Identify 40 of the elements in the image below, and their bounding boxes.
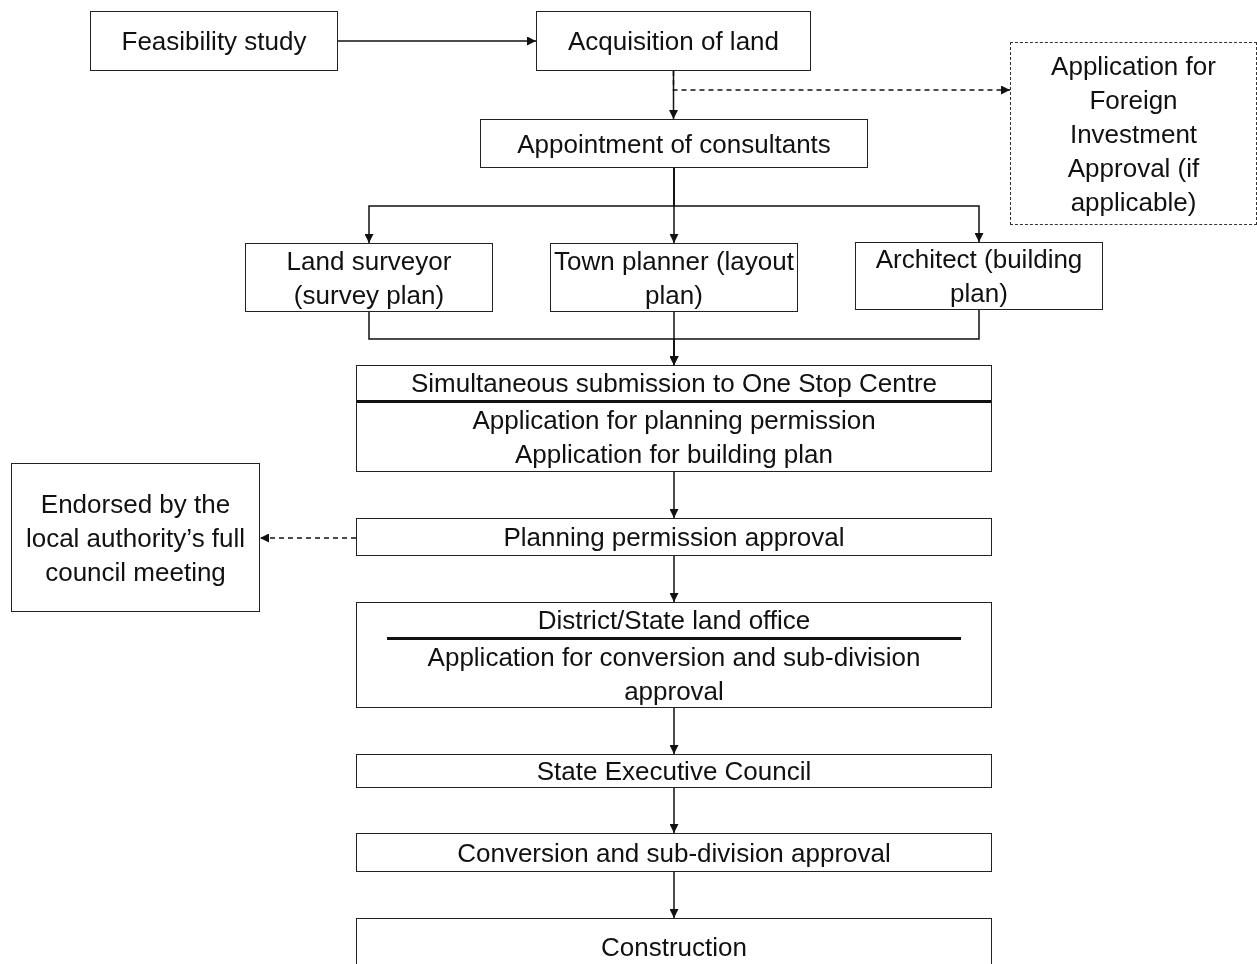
process-box	[855, 242, 1103, 310]
step-text: Application for Foreign Investment Approval (if applicable)	[1050, 49, 1217, 219]
arrow	[669, 871, 679, 919]
process-box	[1010, 42, 1257, 225]
process-box	[356, 754, 992, 788]
step-text: Appointment of consultants	[517, 127, 831, 161]
process-box	[536, 11, 811, 71]
arrow	[673, 167, 984, 243]
step-text: Land surveyor (survey plan)	[285, 244, 453, 312]
box-heading: Simultaneous submission to One Stop Centre	[410, 367, 938, 400]
arrow	[259, 533, 357, 543]
process-box	[356, 833, 992, 872]
step-text: Endorsed by the local authority’s full council meeting	[24, 487, 247, 589]
step-text: State Executive Council	[536, 755, 812, 788]
step-text: Conversion and sub-division approval	[457, 836, 891, 870]
process-box	[356, 365, 992, 472]
arrow	[669, 555, 679, 603]
step-text: Town planner (layout plan)	[553, 244, 795, 312]
arrow	[669, 309, 980, 366]
arrow	[669, 787, 679, 834]
process-box	[90, 11, 338, 71]
arrow	[337, 36, 537, 46]
process-box	[11, 463, 260, 612]
step-text: Application for conversion and sub-division approval	[426, 641, 922, 708]
box-heading: District/State land office	[537, 604, 811, 637]
arrow	[669, 471, 679, 519]
step-text: Construction	[601, 930, 747, 964]
arrow	[669, 707, 679, 755]
arrow	[672, 70, 1011, 95]
step-text: Architect (building plan)	[874, 243, 1084, 310]
step-text: Feasibility study	[121, 25, 307, 58]
step-text: Acquisition of land	[568, 25, 779, 58]
process-box	[356, 918, 992, 964]
process-box	[356, 602, 992, 708]
step-text: Planning permission approval	[503, 521, 845, 554]
step-text: Application for planning permission	[472, 404, 876, 437]
process-box	[356, 518, 992, 556]
step-text: Application for building plan	[515, 438, 833, 471]
process-box	[480, 119, 868, 168]
process-box	[245, 243, 493, 312]
